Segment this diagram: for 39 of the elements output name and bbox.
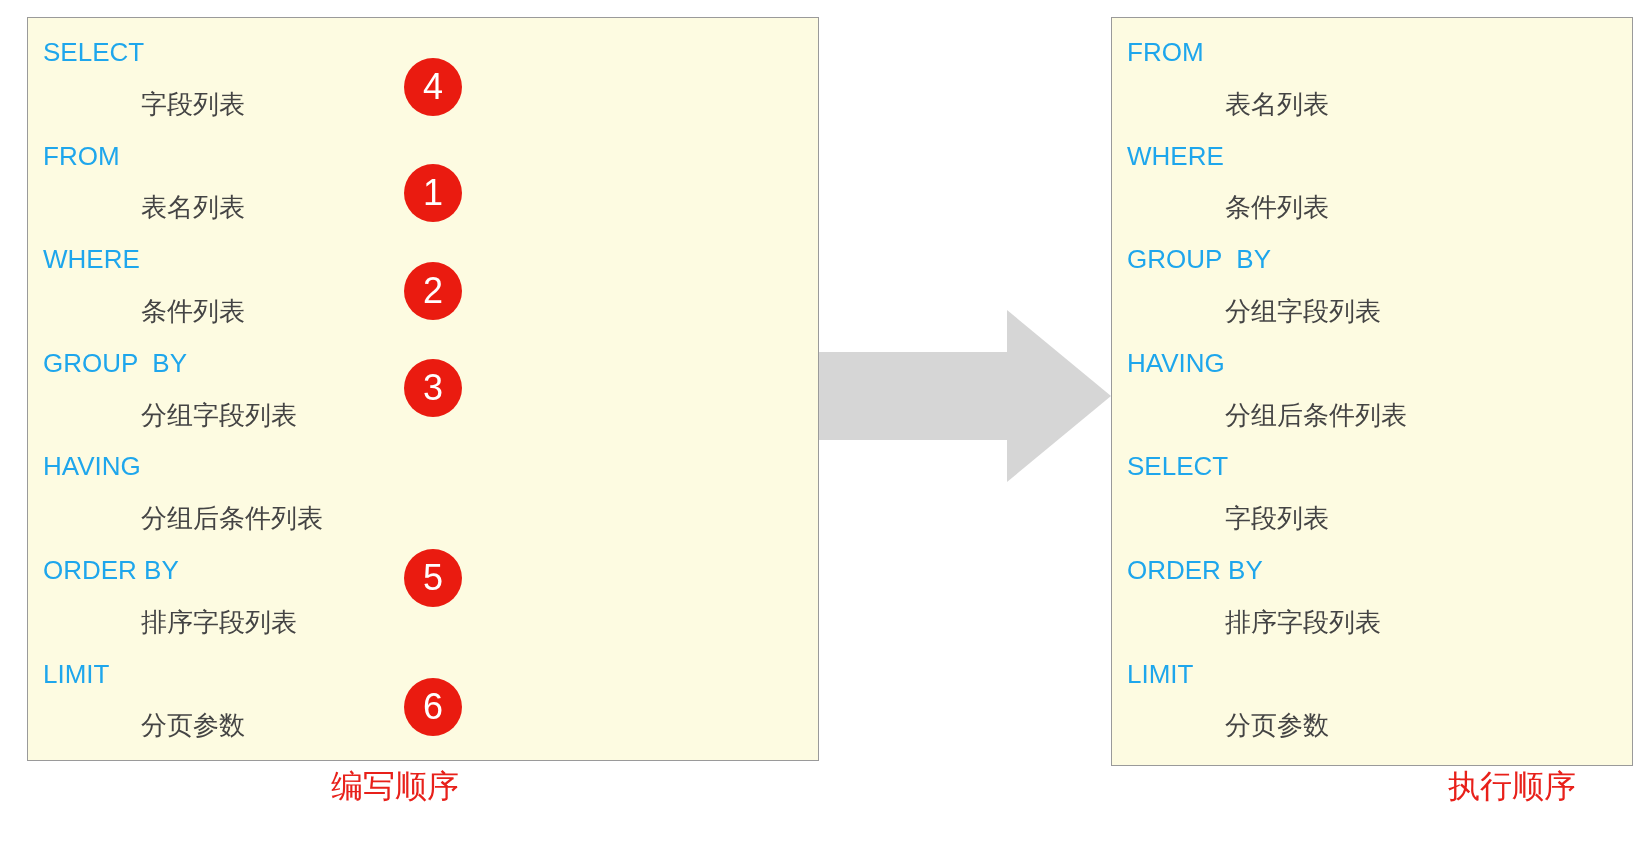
number-badge: 2 (404, 262, 462, 320)
number-badge: 5 (404, 549, 462, 607)
clause-content: 条件列表 (1225, 192, 1329, 223)
sql-clause-panel (27, 17, 819, 761)
number-badge: 4 (404, 58, 462, 116)
sql-keyword: HAVING (43, 451, 141, 482)
sql-keyword: WHERE (43, 244, 140, 275)
clause-content: 字段列表 (1225, 503, 1329, 534)
sql-keyword: HAVING (1127, 347, 1225, 378)
sql-keyword: FROM (1127, 37, 1204, 67)
clause-content: 字段列表 (141, 88, 245, 119)
sql-keyword: GROUP BY (43, 347, 187, 378)
clause-content: 分组后条件列表 (141, 503, 323, 534)
clause-content: 条件列表 (141, 296, 245, 326)
clause-content: 表名列表 (141, 192, 245, 223)
sql-keyword: GROUP BY (1127, 244, 1271, 275)
panel-label: 执行顺序 (1448, 767, 1576, 806)
number-badge: 3 (404, 359, 462, 417)
sql-clause-panel (1111, 17, 1633, 766)
number-badge: 1 (404, 164, 462, 222)
clause-content: 分组字段列表 (1225, 296, 1381, 326)
block-arrow (819, 310, 1111, 482)
panel-label: 编写顺序 (331, 767, 459, 806)
clause-content: 排序字段列表 (141, 606, 297, 637)
sql-keyword: LIMIT (1127, 658, 1194, 689)
clause-content: 分组后条件列表 (1225, 399, 1407, 430)
sql-keyword: SELECT (1127, 451, 1229, 482)
clause-content: 分页参数 (141, 710, 245, 741)
sql-keyword: SELECT (43, 37, 145, 67)
sql-keyword: LIMIT (43, 658, 110, 689)
clause-content: 分页参数 (1225, 710, 1329, 741)
sql-keyword: WHERE (1127, 140, 1224, 171)
sql-keyword: ORDER BY (43, 555, 179, 585)
sql-keyword: FROM (43, 140, 120, 171)
sql-keyword: ORDER BY (1127, 555, 1263, 585)
number-badge: 6 (404, 678, 462, 736)
clause-content: 排序字段列表 (1225, 606, 1381, 637)
clause-content: 分组字段列表 (141, 399, 297, 430)
clause-content: 表名列表 (1225, 88, 1329, 119)
